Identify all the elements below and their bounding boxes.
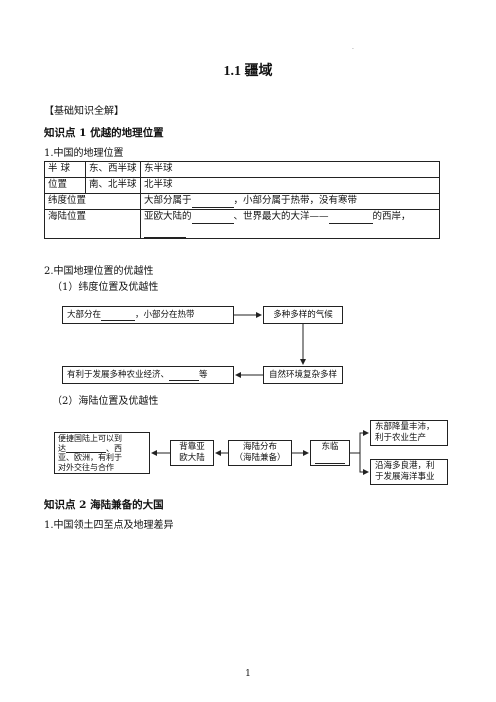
flow2-box-access: 便捷国陆上可以到 达、西 亚、欧洲，有利于 对外交往与合作 (54, 432, 150, 474)
flow2-box-ports: 沿海多良港，利 于发展海洋事业 (370, 459, 448, 485)
flow2-box-b-line-1: 背靠亚 (179, 442, 205, 452)
flow2-box-c-line-2: （海陆兼备） (234, 453, 286, 463)
flow2-box-east: 东临 (310, 440, 350, 466)
flow2-left-line-3: 亚、欧洲，有利于 (58, 453, 122, 462)
flow2-right-bottom-line-1: 沿海多良港，利 (375, 461, 435, 471)
flow1-box-latitude: 大部分在 ，小部分在热带 (62, 306, 234, 324)
section-heading: 【基础知识全解】 (44, 106, 124, 117)
latitude-advantage-heading: （1）纬度位置及优越性 (52, 282, 159, 293)
knowledge-point-1-title: 知识点 1 优越的地理位置 (44, 127, 164, 139)
sea-text-b: 、世界最大的大洋—— (233, 211, 329, 222)
knowledge-point-2-title: 知识点 2 海陆兼备的大国 (44, 499, 164, 511)
sea-blank-2[interactable] (328, 212, 373, 224)
page-title: 1.1 疆域 (223, 64, 273, 79)
flow2-box-b-line-2: 欧大陆 (179, 453, 205, 463)
flow2-box-d-text: 东临 (321, 442, 339, 452)
flow2-box-distribution: 海陆分布 （海陆兼备） (228, 440, 292, 466)
flow2-box-c-line-1: 海陆分布 (242, 442, 277, 452)
sea-blank-1[interactable] (191, 212, 234, 224)
flow2-blank-2[interactable] (315, 454, 345, 464)
sea-land-value: 亚欧大陆的 、世界最大的大洋—— 的西岸， (140, 209, 440, 239)
latitude-text-a: 大部分属于 (144, 195, 192, 206)
flow1-box1-text-b: ，小部分在热带 (135, 310, 195, 320)
page-number: 1 (245, 669, 251, 679)
flow2-box-rainfall: 东部降量丰沛， 利于农业生产 (370, 420, 448, 446)
sea-text-c: 的西岸， (372, 211, 411, 222)
flow1-box-environment: 自然环境复杂多样 (263, 366, 343, 384)
flow2-blank-1[interactable] (66, 444, 106, 453)
flow2-box-eurasia: 背靠亚 欧大陆 (170, 440, 214, 466)
flow1-blank-1[interactable] (101, 311, 136, 321)
kp1-subheading-2: 2.中国地理位置的优越性 (44, 266, 154, 277)
geo-position-table: 半 球 东、西半球 东半球 位置 南、北半球 北半球 纬度位置 大部分属于，小部… (44, 161, 440, 239)
latitude-text-b: ，小部分属于热带，没有寒带 (233, 195, 358, 206)
sea-land-label: 海陆位置 (44, 209, 141, 239)
flow2-left-line-4: 对外交往与合作 (58, 462, 114, 472)
flow1-box4-text-a: 有利于发展多种农业经济、 (67, 370, 170, 380)
flow1-box-agriculture: 有利于发展多种农业经济、 等 (62, 366, 234, 384)
latitude-blank[interactable] (191, 196, 234, 208)
kp1-subheading-1: 1.中国的地理位置 (44, 148, 124, 159)
flow1-box4-text-b: 等 (199, 370, 208, 380)
sea-blank-3[interactable] (144, 226, 186, 238)
flow2-right-bottom-line-2: 于发展海洋事业 (375, 472, 435, 482)
header-dot: . (352, 44, 354, 51)
flow2-right-top-line-2: 利于农业生产 (375, 433, 427, 443)
flow1-box-climate: 多种多样的气候 (263, 306, 343, 324)
flow2-left-line-2: 达、西 (58, 443, 122, 453)
flow1-box1-text-a: 大部分在 (67, 310, 102, 320)
flow2-left-line-1: 便捷国陆上可以到 (58, 434, 122, 443)
sea-land-advantage-heading: （2）海陆位置及优越性 (52, 396, 159, 407)
sea-text-a: 亚欧大陆的 (144, 211, 192, 222)
kp2-subheading-1: 1.中国领土四至点及地理差异 (44, 520, 174, 531)
flow2-right-top-line-1: 东部降量丰沛， (375, 422, 435, 432)
flow1-blank-2[interactable] (169, 371, 200, 381)
